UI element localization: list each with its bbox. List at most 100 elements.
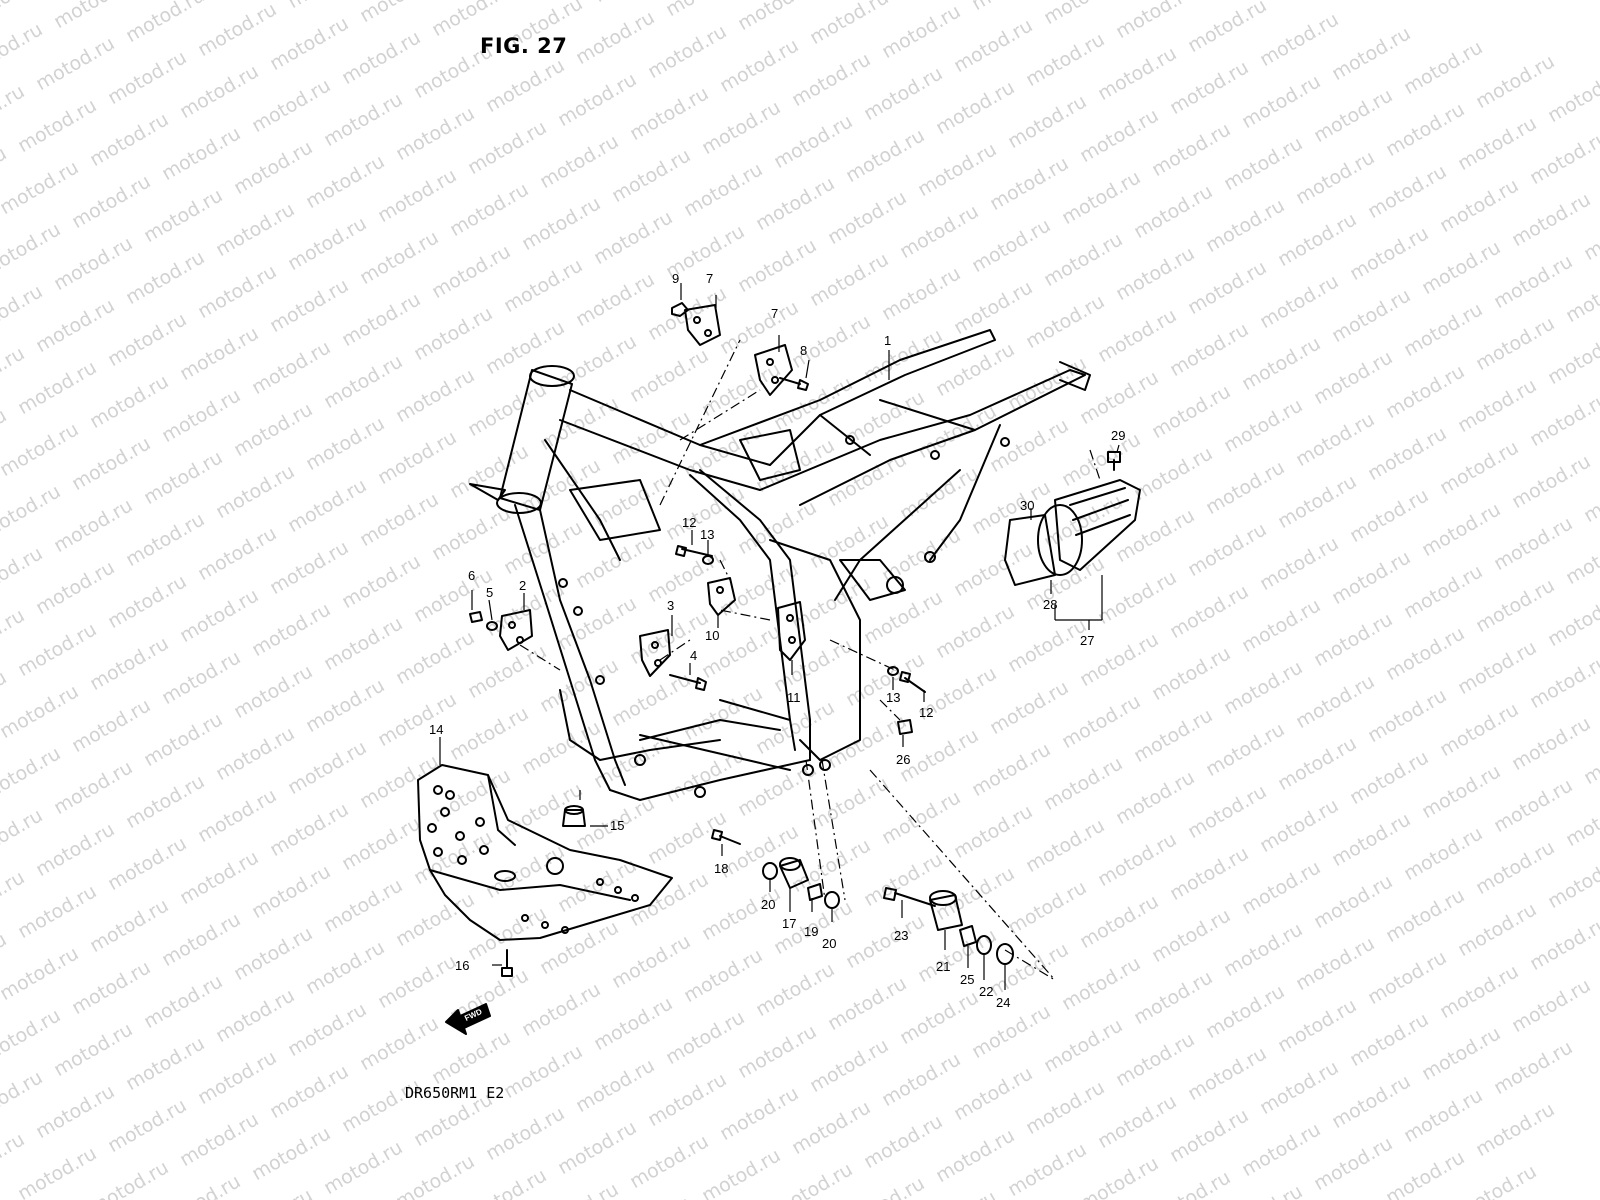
bolt-12a	[675, 545, 713, 557]
band-28	[1037, 504, 1083, 576]
bolt-18	[711, 829, 741, 845]
cushion-15	[562, 805, 586, 827]
frame-hole-8	[595, 675, 605, 685]
tool-case-27	[1054, 479, 1141, 571]
frame-hole-7	[573, 606, 583, 616]
callout-18: 18	[714, 861, 728, 876]
engine-mount-bracket-10	[707, 577, 736, 616]
nut-26	[897, 719, 913, 735]
down-tube-rear	[539, 509, 626, 786]
frame-hole-5	[930, 450, 940, 460]
callout-7b: 7	[771, 306, 778, 321]
spacer-25	[959, 925, 977, 947]
frame-hole-6	[558, 578, 568, 588]
rear-end-loop	[1059, 361, 1091, 391]
gusset-panel-mid	[739, 429, 801, 481]
callout-20b: 20	[822, 936, 836, 951]
engine-mount-bracket-2	[499, 609, 533, 651]
top-tube-lower	[559, 419, 761, 491]
washer-20b	[824, 891, 840, 909]
callout-28: 28	[1043, 597, 1057, 612]
callout-22: 22	[979, 984, 993, 999]
engine-mount-cross	[639, 719, 781, 741]
callout-13b: 13	[886, 690, 900, 705]
main-frame	[469, 329, 1091, 801]
top-tube-upper	[569, 389, 771, 466]
main-cradle-loop-inner	[689, 474, 796, 751]
callout-16: 16	[455, 958, 469, 973]
steering-head-tube	[499, 369, 573, 511]
frame-hole-4	[845, 435, 855, 445]
figure-title: FIG. 27	[480, 34, 568, 58]
engine-mount-bracket-7b	[754, 344, 793, 396]
bolt-4	[669, 674, 707, 691]
lower-cross-tube	[719, 699, 791, 721]
callout-13a: 13	[700, 527, 714, 542]
callout-8: 8	[800, 343, 807, 358]
bushing-17	[779, 857, 809, 889]
main-cradle-loop	[699, 469, 811, 761]
forward-arrow	[445, 1003, 491, 1035]
gusset-panel-rear	[839, 559, 906, 601]
callout-3: 3	[667, 598, 674, 613]
callout-29: 29	[1111, 428, 1125, 443]
callout-14: 14	[429, 722, 443, 737]
down-tube-front	[514, 504, 611, 791]
callout-12a: 12	[682, 515, 696, 530]
leader-lines	[439, 283, 1120, 990]
nut-6	[469, 611, 483, 623]
cradle-bottom-right	[559, 689, 721, 761]
frame-hole-10	[694, 786, 706, 798]
callout-20a: 20	[761, 897, 775, 912]
callout-19: 19	[804, 924, 818, 939]
frame-hole-11	[802, 764, 814, 776]
rear-brace-a	[819, 414, 871, 456]
washer-5	[486, 621, 498, 631]
callout-10: 10	[705, 628, 719, 643]
bolt-12b	[899, 671, 926, 693]
callout-4: 4	[690, 648, 697, 663]
frame-hole-9	[634, 754, 646, 766]
bolt-23	[883, 887, 936, 907]
callout-5: 5	[486, 585, 493, 600]
callout-27: 27	[1080, 633, 1094, 648]
washer-20a	[762, 862, 778, 880]
callout-11: 11	[787, 690, 801, 705]
callout-1: 1	[884, 333, 891, 348]
swingarm-pivot-plate	[769, 539, 861, 761]
callout-17: 17	[782, 916, 796, 931]
washer-22	[976, 935, 992, 955]
callout-6: 6	[468, 568, 475, 583]
callout-labels: 1 2 3 4 5 6 7 7 8 9 10 11 12 12 13 13 14…	[429, 271, 1125, 1010]
spacer-19	[807, 883, 823, 901]
callout-2: 2	[519, 578, 526, 593]
callout-25: 25	[960, 972, 974, 987]
bushing-21	[929, 890, 963, 931]
pivot-cross-tube	[639, 734, 791, 771]
callout-7a: 7	[706, 271, 713, 286]
steering-head-bottom	[496, 492, 542, 514]
frame-hole-12	[819, 759, 831, 771]
frame-hole-3	[1000, 437, 1010, 447]
tool-bag-30	[1004, 514, 1056, 586]
bolt-8	[779, 377, 809, 391]
callout-12b: 12	[919, 705, 933, 720]
down-tube-brace	[544, 439, 621, 561]
callout-15: 15	[610, 818, 624, 833]
nut-9	[671, 302, 689, 317]
callout-23: 23	[894, 928, 908, 943]
skid-plate	[417, 764, 673, 941]
callout-21: 21	[936, 959, 950, 974]
model-code: DR650RM1 E2	[405, 1084, 505, 1102]
washer-13a	[702, 555, 714, 565]
steering-stop-tab	[469, 483, 506, 501]
callout-26: 26	[896, 752, 910, 767]
cradle-bottom-left	[609, 759, 811, 801]
callout-30: 30	[1020, 498, 1034, 513]
seat-rail-left	[699, 329, 996, 466]
washer-13b	[887, 666, 899, 676]
rear-brace-b	[929, 424, 1001, 561]
callout-9: 9	[672, 271, 679, 286]
bolt-16	[501, 949, 513, 977]
